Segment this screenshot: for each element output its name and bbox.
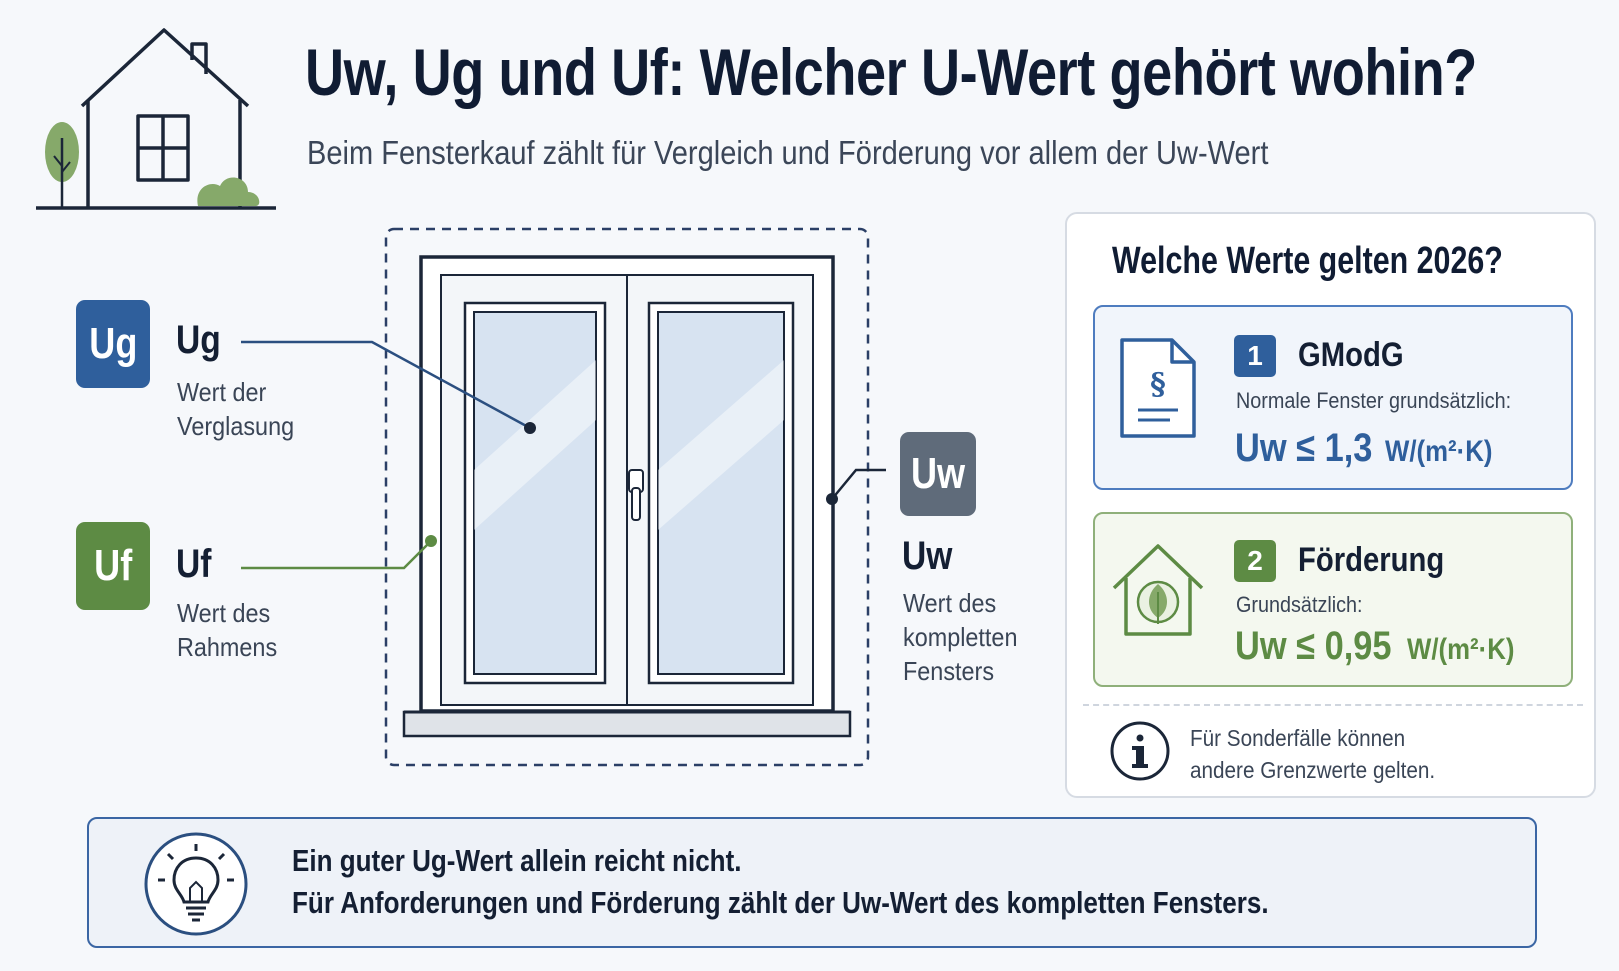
card2-title: Förderung <box>1298 541 1445 579</box>
ug-description: Wert der Verglasung <box>177 377 295 441</box>
document-paragraph-icon: § <box>1120 338 1196 438</box>
card1-title: GModG <box>1298 336 1404 374</box>
window-sill <box>402 710 852 738</box>
info-icon <box>1110 721 1170 781</box>
panel-title: Welche Werte gelten 2026? <box>1112 240 1503 282</box>
house-illustration <box>36 28 276 210</box>
page-subtitle: Beim Fensterkauf zählt für Vergleich und… <box>307 134 1269 171</box>
tree-icon <box>45 122 79 208</box>
uf-badge: Uf <box>76 522 150 610</box>
house-icon <box>36 28 276 210</box>
lightbulb-icon <box>144 832 248 936</box>
ug-leader-line <box>241 340 531 430</box>
values-panel <box>1065 212 1596 798</box>
uf-leader-line <box>241 540 432 570</box>
bush-icon <box>197 177 260 206</box>
ug-badge: Ug <box>76 300 150 388</box>
uw-description: Wert des kompletten Fensters <box>903 588 1018 686</box>
panel-divider <box>1083 704 1583 706</box>
key-message-line1: Ein guter Ug-Wert allein reicht nicht. <box>292 843 742 878</box>
key-message-line2: Für Anforderungen und Förderung zählt de… <box>292 885 1269 920</box>
card1-text: Normale Fenster grundsätzlich: <box>1236 388 1512 413</box>
card2-number: 2 <box>1234 540 1276 582</box>
uw-leader-line <box>831 468 886 500</box>
special-cases-note: Für Sonderfälle können andere Grenzwerte… <box>1190 725 1436 783</box>
glass-right <box>657 311 785 675</box>
card1-number: 1 <box>1234 335 1276 377</box>
svg-text:§: § <box>1150 367 1166 402</box>
uw-label: Uw <box>902 534 953 578</box>
eco-house-icon <box>1112 544 1204 636</box>
page-title: Uw, Ug und Uf: Welcher U-Wert gehört woh… <box>305 35 1477 109</box>
key-message-box <box>87 817 1537 948</box>
uw-badge: Uw <box>900 432 976 516</box>
uw-boundary <box>384 227 870 767</box>
window-handle-icon <box>628 469 644 521</box>
glass-left <box>473 311 597 675</box>
uf-label: Uf <box>176 542 212 586</box>
card2-text: Grundsätzlich: <box>1236 592 1363 617</box>
ug-label: Ug <box>176 318 221 362</box>
uf-description: Wert des Rahmens <box>177 598 278 662</box>
